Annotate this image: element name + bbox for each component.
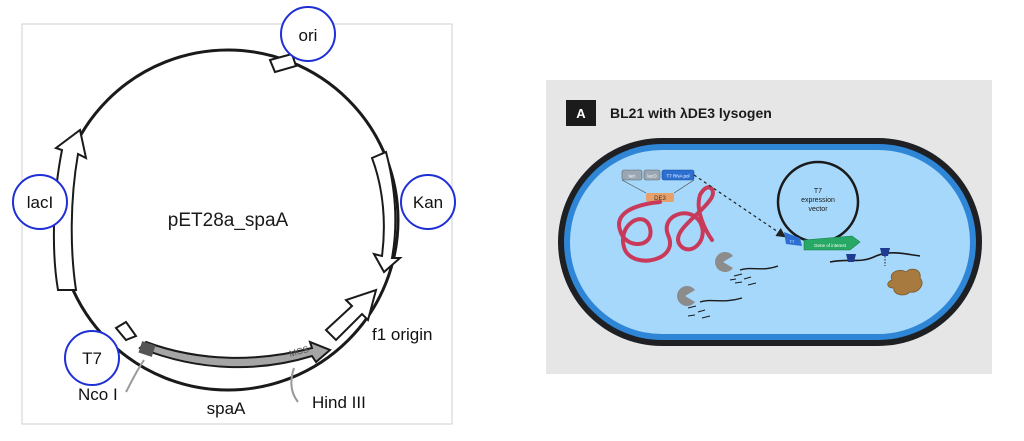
laco-gene-label: lacO: [647, 174, 657, 179]
kan-label: Kan: [413, 193, 443, 212]
expressed-protein: [887, 268, 923, 296]
ribosome-1: [846, 254, 856, 262]
gene-of-interest-block: [803, 235, 861, 251]
kan-feature-arrow: [370, 150, 403, 274]
ribosome-2: [880, 248, 890, 256]
de3-bracket-left: [621, 179, 647, 194]
t7-promoter-block: [784, 232, 802, 246]
ori-highlight-circle: [280, 6, 336, 62]
nuclease-2: [677, 286, 695, 306]
laci-gene-box: [621, 169, 643, 181]
bl21-panel: A BL21 with λDE3 lysogen lacI lacO T7 RN…: [546, 80, 992, 374]
ori-feature-arrow: [268, 52, 298, 74]
hind3-label: Hind III: [312, 393, 366, 412]
ori-label: ori: [299, 26, 318, 45]
hind3-leader-line: [290, 367, 299, 403]
dotted-pointer-arrow: [693, 174, 786, 238]
spaa-label: spaA: [207, 399, 246, 418]
t7-rna-pol-gene-label: T7 RNA pol: [666, 174, 689, 179]
t7-label: T7: [82, 349, 102, 368]
rna-fragment-2: [699, 297, 743, 303]
panel-letter: A: [576, 106, 586, 121]
nco1-leader-line: [125, 359, 145, 393]
laco-gene-box: [643, 169, 661, 181]
mrna-strand: [829, 252, 921, 263]
laci-gene-label: lacI: [628, 174, 635, 179]
laci-label: lacI: [27, 193, 53, 212]
kan-highlight-circle: [400, 174, 456, 230]
t7-promoter-label: T7: [790, 239, 795, 244]
f1-origin-label: f1 origin: [372, 325, 432, 344]
panel-letter-badge: [566, 100, 596, 126]
chromosome-dna: [617, 185, 715, 263]
vector-label-line2: expression: [801, 197, 835, 204]
rna-pieces-2: [687, 305, 711, 319]
t7-promoter-arrow: [114, 320, 138, 342]
vector-label-line3: vector: [808, 206, 828, 213]
plasmid-map: MCS pET28a_spaA ori lacI Kan T7 f1 origi…: [12, 6, 456, 425]
t7-highlight-circle: [64, 330, 120, 386]
de3-bracket-right: [673, 179, 695, 194]
spaa-insert-arrow: [138, 340, 332, 369]
nco1-site-block: [138, 341, 156, 357]
panel-title: BL21 with λDE3 lysogen: [610, 105, 772, 121]
laci-feature-arrow: [52, 128, 88, 291]
de3-box: [646, 193, 674, 202]
vector-label-line1: T7: [814, 188, 822, 195]
nuclease-1: [715, 252, 733, 272]
de3-label: DE3: [654, 196, 666, 202]
plasmid-name: pET28a_spaA: [168, 210, 289, 231]
rna-fragment-1: [739, 265, 779, 271]
rna-pieces-1: [729, 273, 757, 286]
f1-origin-arrow: [324, 288, 378, 342]
nco1-label: Nco I: [78, 385, 118, 404]
gene-of-interest-label: Gene of interest: [814, 243, 847, 248]
laci-highlight-circle: [12, 174, 68, 230]
